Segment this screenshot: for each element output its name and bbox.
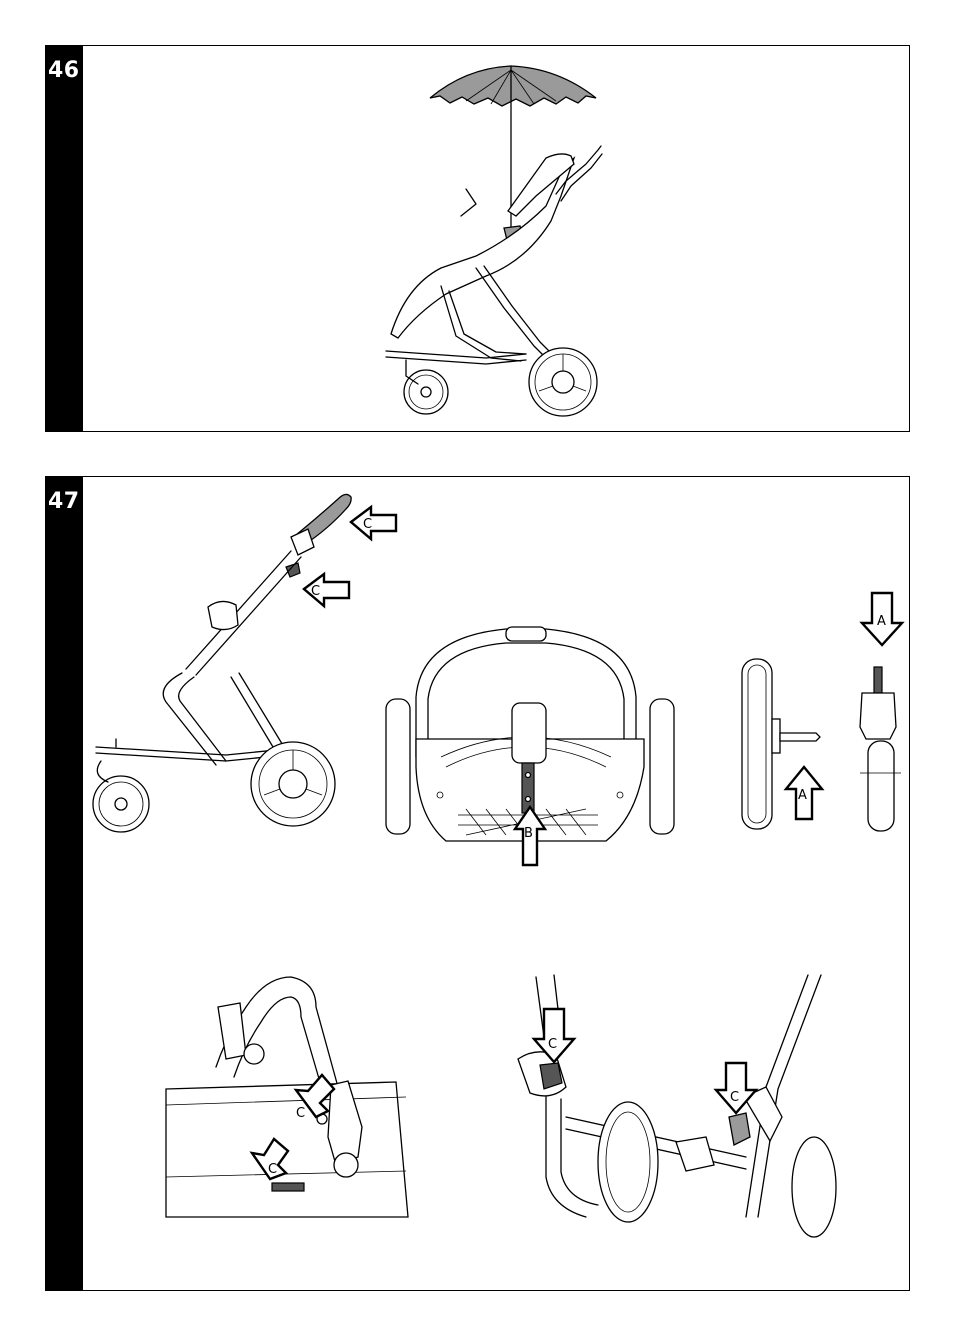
step-47-panel: 47 C C: [45, 476, 910, 1291]
callout-label: C: [548, 1037, 557, 1052]
parasol-canopy: [430, 66, 596, 106]
fold-latch-detail-right: C C: [46, 477, 911, 1292]
stroller-with-parasol-illustration: [46, 46, 911, 433]
step-46-panel: 46: [45, 45, 910, 432]
callout-label: C: [730, 1090, 739, 1105]
